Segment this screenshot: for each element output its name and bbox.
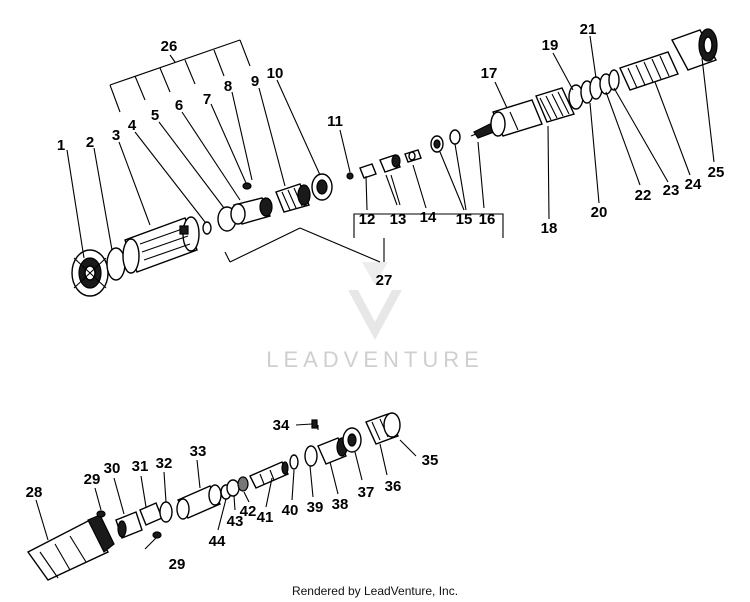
callout-21[interactable]: 21 <box>580 21 597 38</box>
part-15-o-rings <box>430 129 461 153</box>
part-12-spring <box>359 163 377 179</box>
part-17-barrel <box>490 99 543 137</box>
part-37-nut <box>342 427 362 453</box>
part-11-ball <box>346 172 354 180</box>
callout-20[interactable]: 20 <box>591 204 608 221</box>
part-10-nut <box>311 173 333 201</box>
part-6-valve-body <box>230 197 273 225</box>
callout-29-lower[interactable]: 29 <box>169 556 186 573</box>
part-28-nozzle-cover <box>26 514 115 581</box>
callout-14[interactable]: 14 <box>420 209 437 226</box>
callout-5[interactable]: 5 <box>151 107 159 124</box>
footer-credit: Rendered by LeadVenture, Inc. <box>292 584 458 598</box>
callout-9[interactable]: 9 <box>251 73 259 90</box>
callout-numbers: 1 2 3 4 5 6 7 8 9 10 11 12 13 14 15 16 1… <box>26 21 725 573</box>
callout-17[interactable]: 17 <box>481 65 498 82</box>
part-32-o-ring <box>159 501 173 523</box>
upper-leader-lines <box>66 35 715 263</box>
part-14-stem <box>404 149 422 163</box>
callout-8[interactable]: 8 <box>224 78 232 95</box>
callout-38[interactable]: 38 <box>332 496 349 513</box>
part-42-washer <box>237 476 249 492</box>
callout-28[interactable]: 28 <box>26 484 43 501</box>
callout-7[interactable]: 7 <box>203 91 211 108</box>
callout-34[interactable]: 34 <box>273 417 290 434</box>
part-38-fitting <box>317 437 348 465</box>
part-29-pin-lower <box>152 531 162 539</box>
callout-18[interactable]: 18 <box>541 220 558 237</box>
leadventure-logo-icon <box>348 262 402 340</box>
part-8-pin <box>242 182 252 190</box>
part-25-end-cap <box>671 28 718 71</box>
callout-29-upper[interactable]: 29 <box>84 471 101 488</box>
watermark-text: LEADVENTURE <box>266 347 484 372</box>
part-9-seat <box>275 183 311 213</box>
callout-4[interactable]: 4 <box>128 117 137 134</box>
part-43-ring <box>226 479 240 497</box>
callout-22[interactable]: 22 <box>635 187 652 204</box>
callout-25[interactable]: 25 <box>708 164 725 181</box>
part-1-end-cap <box>71 249 109 297</box>
callout-3[interactable]: 3 <box>112 127 120 144</box>
part-29-pin-upper <box>96 510 106 518</box>
part-18-collar <box>535 87 575 123</box>
callout-11[interactable]: 11 <box>327 113 343 130</box>
callout-24[interactable]: 24 <box>685 176 702 193</box>
lower-leader-lines <box>35 425 417 550</box>
callout-19[interactable]: 19 <box>542 37 559 54</box>
callout-16[interactable]: 16 <box>479 211 496 228</box>
callout-42[interactable]: 42 <box>240 503 257 520</box>
callout-2[interactable]: 2 <box>86 134 94 151</box>
part-24-threaded-body <box>619 51 679 91</box>
callout-26[interactable]: 26 <box>161 38 178 55</box>
part-41-stem <box>249 461 289 489</box>
part-35-quick-connect <box>383 412 401 438</box>
callout-31[interactable]: 31 <box>132 458 149 475</box>
part-13-poppet <box>379 154 401 173</box>
callout-39[interactable]: 39 <box>307 499 324 516</box>
callout-27[interactable]: 27 <box>376 272 393 289</box>
callout-41[interactable]: 41 <box>257 509 274 526</box>
part-40-o-ring <box>289 454 299 470</box>
callout-1[interactable]: 1 <box>57 137 65 154</box>
callout-23[interactable]: 23 <box>663 182 680 199</box>
callout-30[interactable]: 30 <box>104 460 121 477</box>
callout-6[interactable]: 6 <box>175 97 183 114</box>
callout-35[interactable]: 35 <box>422 452 439 469</box>
upper-assembly <box>66 28 718 297</box>
part-31-ring <box>139 502 163 526</box>
part-3-housing <box>122 216 200 274</box>
part-4-ring <box>202 221 212 235</box>
callout-40[interactable]: 40 <box>282 502 299 519</box>
callout-10[interactable]: 10 <box>267 65 284 82</box>
callout-37[interactable]: 37 <box>358 484 375 501</box>
part-30-insert <box>115 511 143 539</box>
part-33-sleeve <box>176 484 222 520</box>
lower-assembly <box>26 412 417 581</box>
callout-43[interactable]: 43 <box>227 513 244 530</box>
callout-32[interactable]: 32 <box>156 455 173 472</box>
callout-15[interactable]: 15 <box>456 211 473 228</box>
callout-44[interactable]: 44 <box>209 533 226 550</box>
callout-33[interactable]: 33 <box>190 443 207 460</box>
part-23-ring <box>608 69 620 91</box>
callout-36[interactable]: 36 <box>385 478 402 495</box>
leadventure-watermark: LEADVENTURE <box>266 262 484 372</box>
callout-12[interactable]: 12 <box>359 211 376 228</box>
part-39-o-ring <box>304 445 318 467</box>
callout-13[interactable]: 13 <box>390 211 407 228</box>
part-2-o-ring <box>106 247 126 281</box>
part-34-screw <box>295 419 318 429</box>
